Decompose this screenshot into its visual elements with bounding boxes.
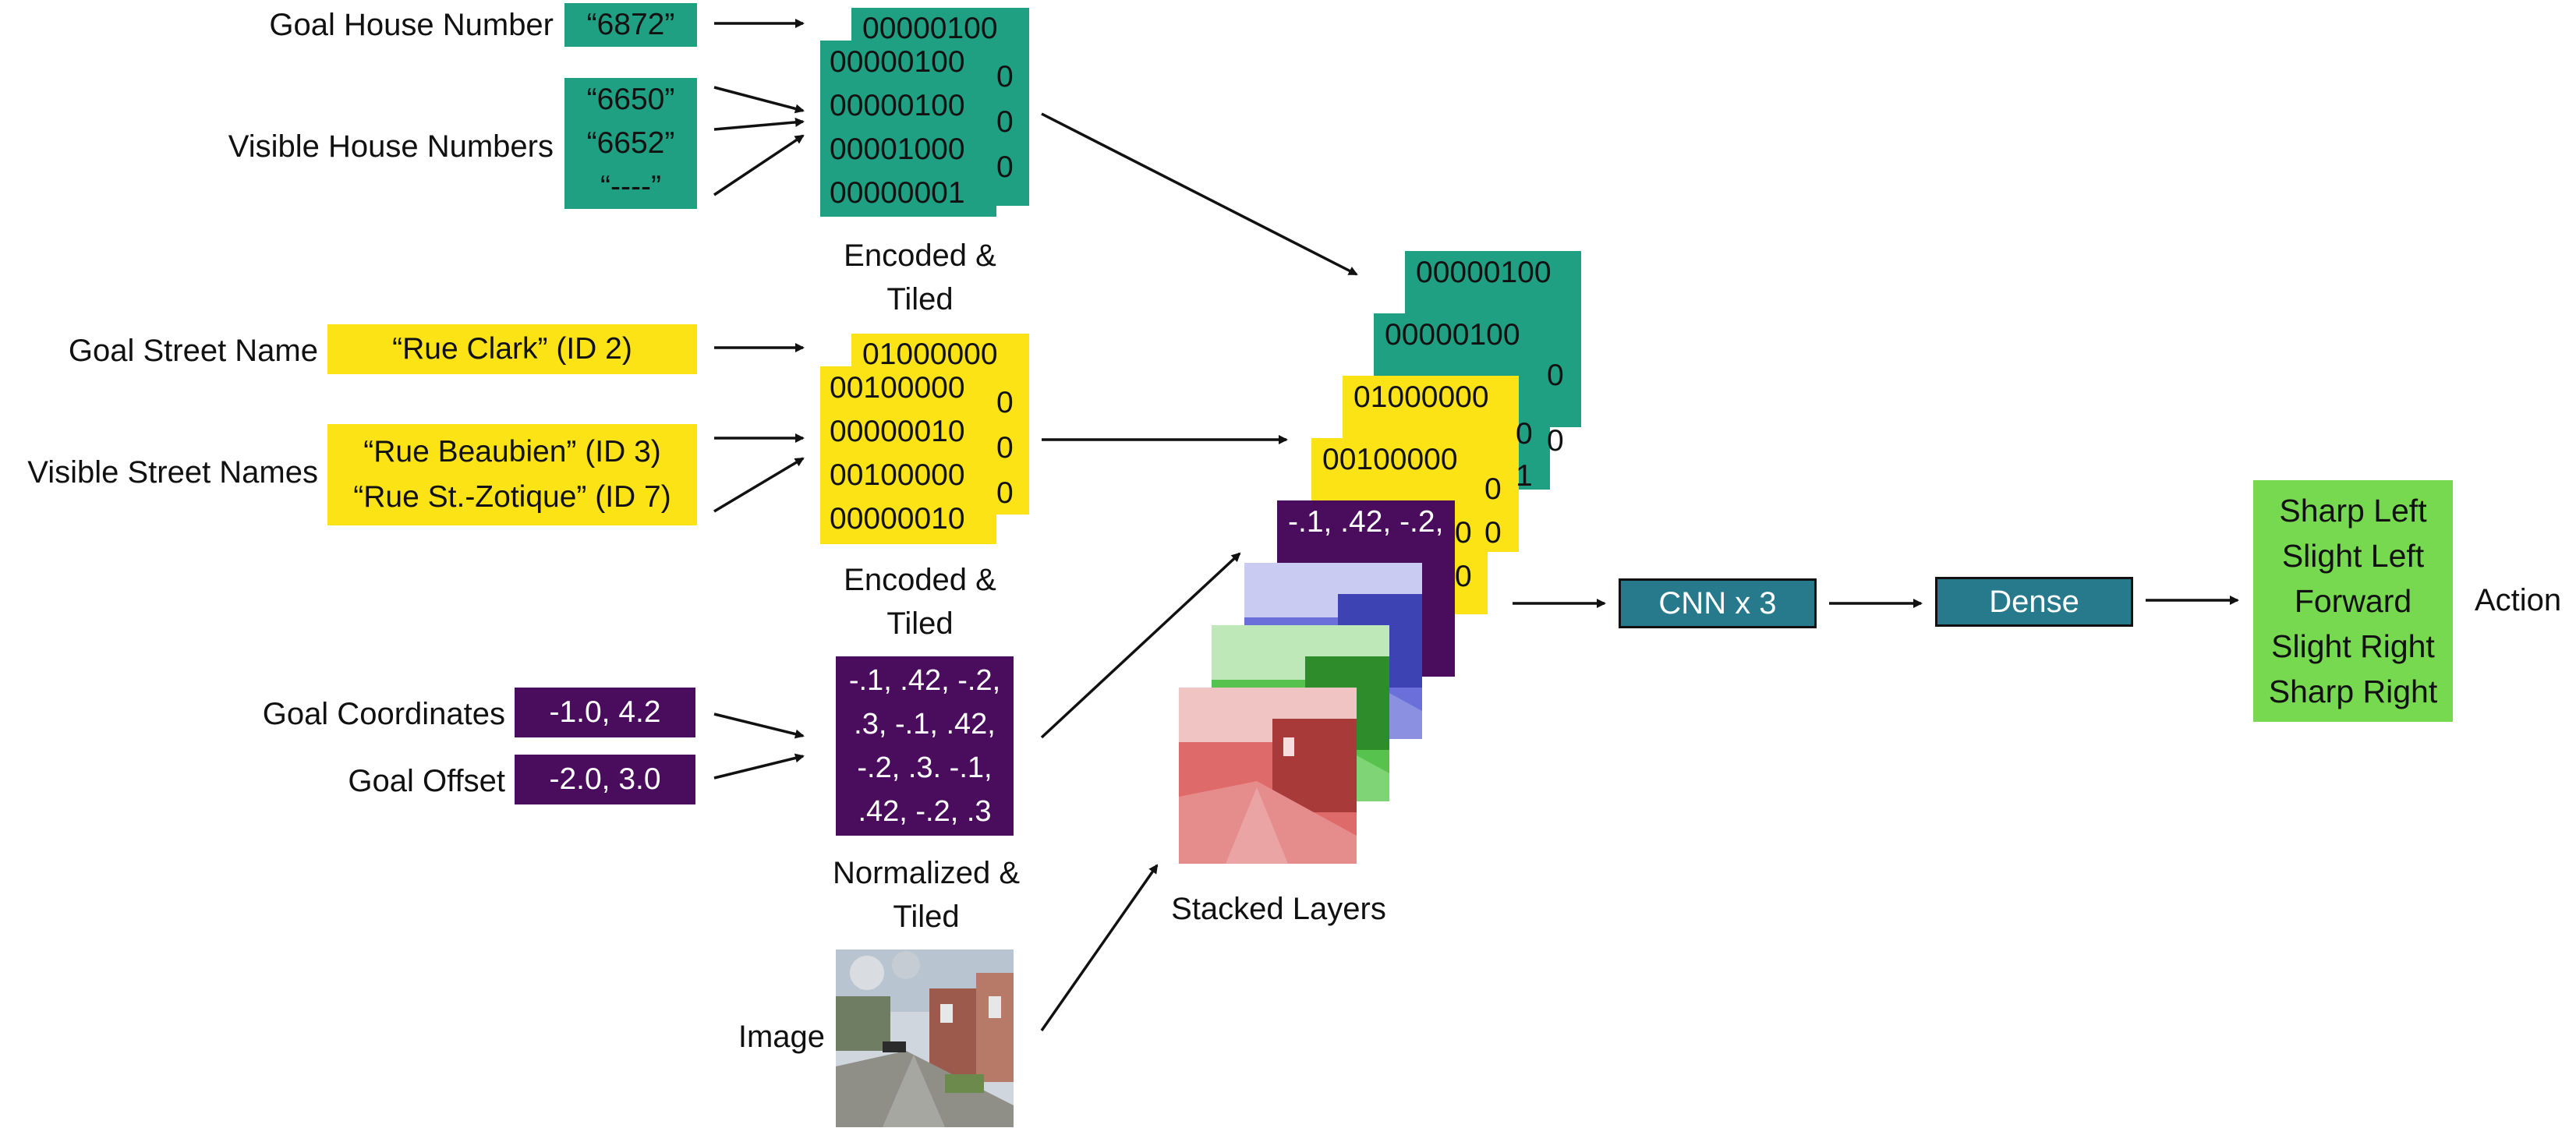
encoded-house-side-digit: 0 — [996, 60, 1014, 94]
arrow-goal-offset — [713, 753, 805, 780]
action-option: Slight Right — [2271, 628, 2435, 664]
arrow-visible-house-2 — [713, 117, 805, 131]
goal-offset-label: Goal Offset — [348, 764, 505, 798]
arrow-visible-street-2 — [713, 457, 805, 513]
stack-side-digit: 0 — [1516, 417, 1533, 451]
encoded-street-line: 00100000 — [830, 458, 965, 492]
encoded-street-front-tile: 00100000 00000010 00100000 00000010 — [820, 366, 996, 544]
encoded-street-side-digit: 0 — [996, 476, 1014, 510]
action-option: Forward — [2294, 583, 2412, 619]
encoded-house-caption-line: Encoded & — [844, 239, 996, 273]
encoded-street-side-digit: 0 — [996, 386, 1014, 419]
normalized-line: .42, -.2, .3 — [858, 795, 992, 828]
arrow-house-to-stack — [1041, 112, 1358, 276]
stack-side-digit: 0 — [1455, 560, 1472, 593]
stack-yellow-mid-text: 01000000 — [1353, 380, 1489, 414]
encoded-street-line: 00100000 — [830, 371, 965, 405]
stack-side-digit: 0 — [1455, 516, 1472, 550]
arrow-goal-coords — [713, 713, 805, 739]
encoded-house-caption-line: Tiled — [886, 282, 954, 316]
normalized-caption: Normalized & Tiled — [811, 851, 1042, 939]
encoded-house-line: 00000100 — [830, 45, 965, 79]
encoded-house-line: 00000100 — [830, 89, 965, 122]
stack-yellow-front-text: 00100000 — [1322, 443, 1458, 476]
visible-house-numbers-label: Visible House Numbers — [228, 129, 554, 164]
arrow-visible-house-1 — [713, 86, 805, 114]
dense-block: Dense — [1935, 577, 2133, 627]
encoded-street-line: 00000010 — [830, 502, 965, 536]
action-option: Sharp Right — [2268, 674, 2438, 709]
image-label: Image — [738, 1020, 825, 1054]
stack-purple-text: -.1, .42, -.2, — [1288, 505, 1444, 539]
stack-side-digit: 0 — [1484, 516, 1502, 550]
normalized-tile: -.1, .42, -.2, .3, -.1, .42, -.2, .3. -.… — [836, 656, 1014, 836]
street-image — [836, 949, 1014, 1127]
encoded-house-line: 00001000 — [830, 133, 965, 166]
arrow-coords-to-stack — [1040, 552, 1241, 739]
encoded-house-caption: Encoded & Tiled — [819, 234, 1021, 321]
stack-side-digit: 0 — [1484, 472, 1502, 506]
encoded-street-side-digit: 0 — [996, 431, 1014, 465]
stack-side-digit: 1 — [1516, 459, 1533, 493]
goal-coordinates-value: -1.0, 4.2 — [515, 688, 695, 737]
goal-street-name-value: “Rue Clark” (ID 2) — [327, 324, 697, 374]
visible-house-numbers-values: “6650” “6652” “----” — [564, 78, 697, 209]
visible-street-names-values: “Rue Beaubien” (ID 3) “Rue St.-Zotique” … — [327, 424, 697, 525]
encoded-street-caption-line: Tiled — [886, 606, 954, 641]
arrow-visible-house-3 — [713, 134, 805, 196]
goal-house-number-label: Goal House Number — [269, 8, 554, 42]
stack-red-layer — [1179, 688, 1357, 864]
stack-side-digit: 0 — [1547, 424, 1564, 458]
stacked-layers-caption: Stacked Layers — [1171, 892, 1386, 926]
normalized-caption-line: Tiled — [893, 900, 960, 934]
encoded-street-side-column: 0 0 0 — [996, 380, 1014, 516]
action-label: Action — [2475, 583, 2562, 617]
encoded-house-side-digit: 0 — [996, 105, 1014, 139]
stack-teal-mid-text: 00000100 — [1385, 318, 1520, 352]
street-photo-icon — [836, 949, 1014, 1127]
encoded-street-back-top: 01000000 — [862, 338, 998, 371]
encoded-street-line: 00000010 — [830, 415, 965, 448]
action-list: Sharp Left Slight Left Forward Slight Ri… — [2253, 480, 2453, 722]
encoded-street-caption-line: Encoded & — [844, 563, 996, 597]
arrow-image-to-stack — [1040, 864, 1159, 1032]
goal-house-number-value: “6872” — [564, 3, 697, 47]
red-channel-icon — [1179, 688, 1357, 864]
stack-side-digits-front: 0 0 — [1484, 468, 1502, 555]
cnn-block: CNN x 3 — [1619, 578, 1817, 628]
normalized-caption-line: Normalized & — [832, 856, 1021, 890]
visible-house-number: “6650” — [586, 83, 675, 116]
action-option: Sharp Left — [2279, 493, 2427, 529]
stack-side-digit: 0 — [1547, 359, 1564, 392]
encoded-house-side-column: 0 0 0 — [996, 55, 1014, 190]
visible-house-number: “----” — [600, 170, 661, 203]
normalized-line: -.2, .3. -.1, — [857, 751, 993, 784]
normalized-line: .3, -.1, .42, — [854, 708, 996, 741]
encoded-house-back-top: 00000100 — [862, 12, 998, 45]
action-option: Slight Left — [2281, 538, 2425, 574]
stack-side-digits: 0 0 — [1547, 343, 1564, 474]
visible-street-name: “Rue Beaubien” (ID 3) — [363, 435, 661, 469]
encoded-house-front-tile: 00000100 00000100 00001000 00000001 — [820, 41, 996, 217]
stack-side-digits-lower: 0 0 — [1455, 511, 1472, 599]
encoded-street-caption: Encoded & Tiled — [819, 558, 1021, 645]
stack-side-digits-mid: 0 1 — [1516, 413, 1533, 497]
normalized-line: -.1, .42, -.2, — [848, 664, 1001, 697]
goal-offset-value: -2.0, 3.0 — [515, 755, 695, 804]
encoded-house-line: 00000001 — [830, 176, 965, 210]
stack-teal-back-text: 00000100 — [1416, 256, 1552, 289]
encoded-house-side-digit: 0 — [996, 150, 1014, 184]
visible-street-names-label: Visible Street Names — [27, 455, 318, 490]
visible-house-number: “6652” — [586, 126, 675, 160]
visible-street-name: “Rue St.-Zotique” (ID 7) — [353, 480, 671, 514]
goal-coordinates-label: Goal Coordinates — [262, 697, 505, 731]
goal-street-name-label: Goal Street Name — [68, 334, 318, 368]
